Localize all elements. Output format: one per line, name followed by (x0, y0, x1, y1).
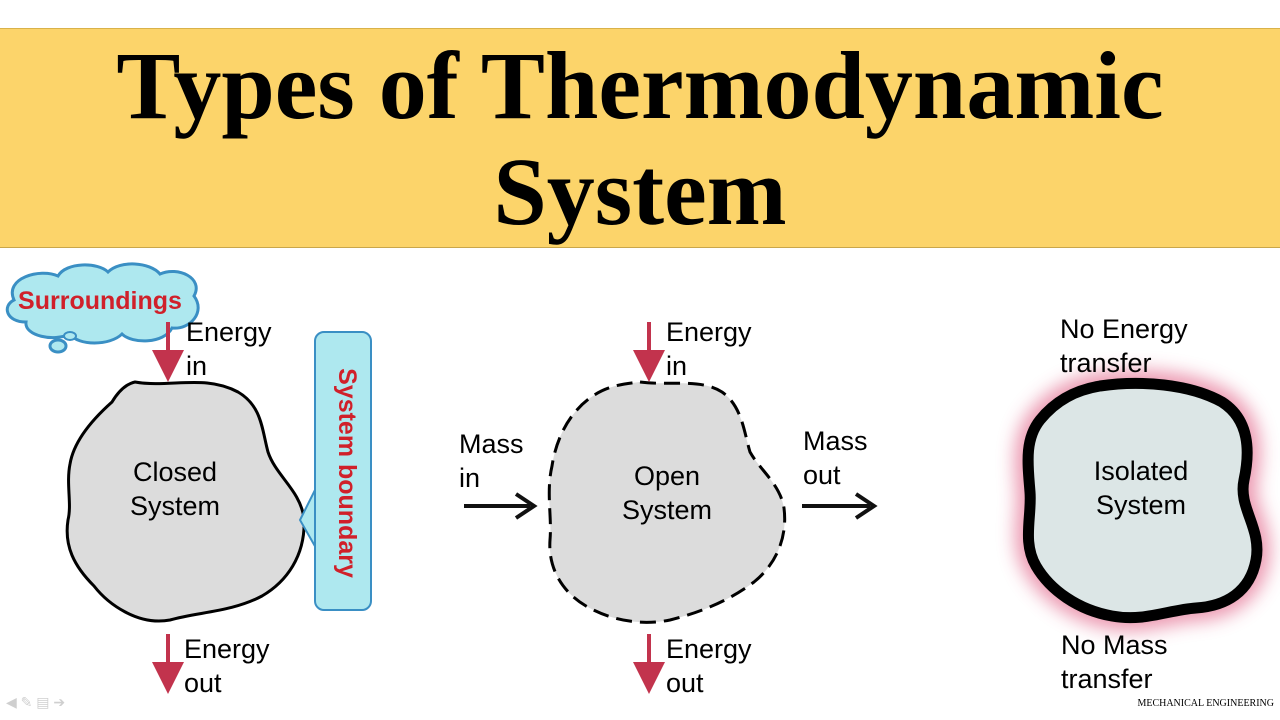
closed-energy-out-label: Energy out (184, 632, 270, 700)
isolated-system-line1: Isolated (1093, 456, 1189, 486)
closed-energy-in-line2: in (186, 351, 208, 381)
open-energy-in-label: Energy in (666, 315, 752, 383)
mass-out-line1: Mass (803, 426, 868, 456)
surroundings-cloud (5, 262, 200, 354)
open-energy-in-line2: in (666, 351, 688, 381)
open-system-label: Open System (592, 459, 742, 527)
mass-in-line2: in (459, 463, 481, 493)
slide-nav-icons[interactable]: ◀ ✎ ▤ ➔ (6, 694, 66, 710)
no-mass-line1: No Mass (1061, 630, 1168, 660)
closed-system-line1: Closed (132, 457, 218, 487)
open-system-shape (547, 380, 787, 624)
mass-in-arrow (464, 492, 538, 520)
closed-energy-out-line1: Energy (184, 634, 270, 664)
open-energy-out-line1: Energy (666, 634, 752, 664)
isolated-system-line2: System (1095, 490, 1187, 520)
isolated-system-label: Isolated System (1066, 454, 1216, 522)
mass-in-line1: Mass (459, 429, 524, 459)
no-energy-line1: No Energy (1060, 314, 1188, 344)
open-system-line2: System (621, 495, 713, 525)
system-boundary-callout: System boundary (314, 331, 372, 611)
open-energy-in-line1: Energy (666, 317, 752, 347)
open-energy-out-label: Energy out (666, 632, 752, 700)
open-energy-out-line2: out (666, 668, 704, 698)
closed-system-label: Closed System (100, 455, 250, 523)
no-energy-line2: transfer (1060, 348, 1152, 378)
open-system-line1: Open (633, 461, 701, 491)
mass-out-label: Mass out (803, 424, 868, 492)
boundary-pointer (298, 487, 317, 549)
footer-label: MECHANICAL ENGINEERING (1137, 698, 1274, 709)
closed-system-line2: System (129, 491, 221, 521)
page-title: Types of Thermodynamic System (0, 29, 1280, 245)
title-line-2: System (493, 138, 787, 245)
mass-in-label: Mass in (459, 427, 524, 495)
system-boundary-label: System boundary (333, 368, 361, 578)
closed-energy-in-label: Energy in (186, 315, 272, 383)
closed-energy-out-line2: out (184, 668, 222, 698)
surroundings-label: Surroundings (18, 287, 182, 315)
title-banner: Types of Thermodynamic System (0, 28, 1280, 248)
no-mass-transfer-label: No Mass transfer (1061, 628, 1168, 696)
mass-out-line2: out (803, 460, 841, 490)
no-energy-transfer-label: No Energy transfer (1060, 312, 1188, 380)
no-mass-line2: transfer (1061, 664, 1153, 694)
isolated-system-shape (1022, 377, 1263, 624)
closed-system-shape (65, 380, 306, 623)
mass-out-arrow (802, 492, 878, 520)
closed-energy-in-line1: Energy (186, 317, 272, 347)
title-line-1: Types of Thermodynamic (116, 32, 1164, 139)
